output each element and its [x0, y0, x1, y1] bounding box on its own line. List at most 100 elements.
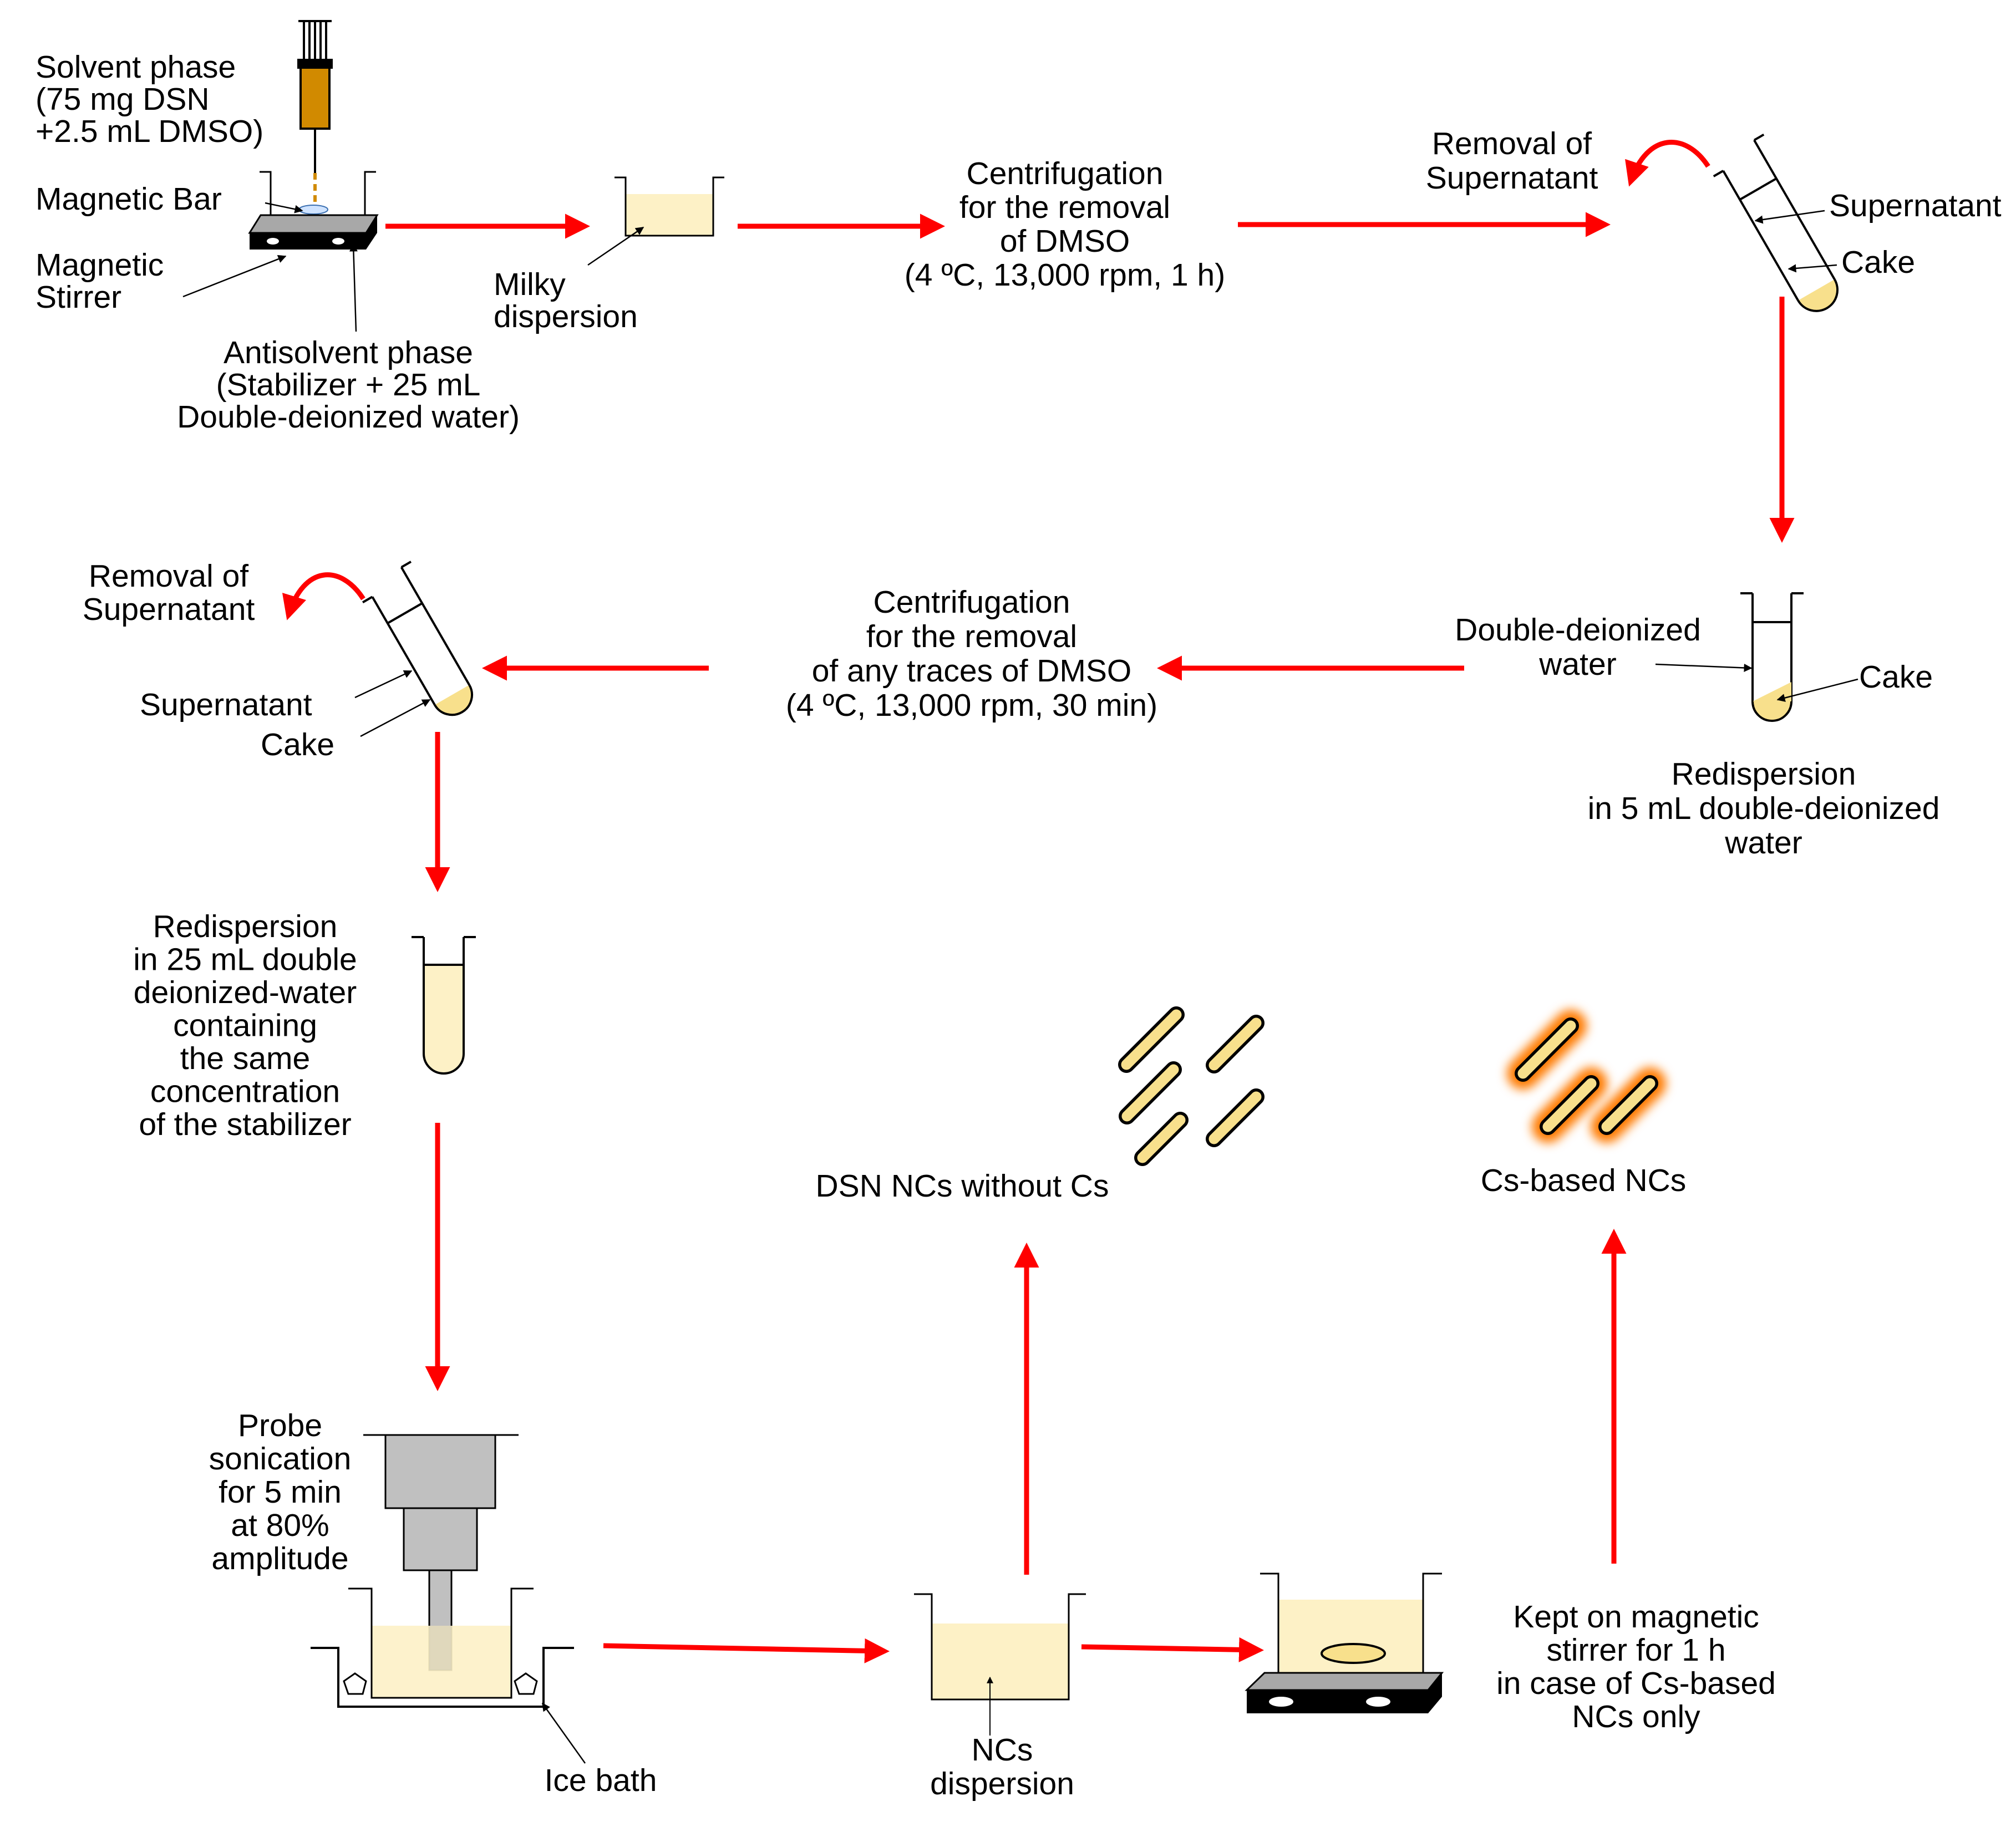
label-line: Solvent phase — [35, 49, 236, 85]
supernatant-1-label: Supernatant — [1829, 188, 2002, 223]
label-line: Redispersion — [1672, 756, 1856, 792]
pointer-lines-step1 — [182, 202, 358, 332]
cs-based-ncs-rods-icon — [1507, 1010, 1666, 1143]
nanocrystal-rod — [1134, 1112, 1189, 1166]
label-line: NCs only — [1572, 1699, 1700, 1734]
label-line: Double-deionized water) — [177, 399, 520, 435]
ice-cube-icon — [514, 1672, 538, 1695]
label-line: for the removal — [866, 619, 1077, 654]
label-line: Redispersion — [153, 909, 338, 944]
label-line: Magnetic — [35, 247, 164, 283]
pointer-lines-tube1 — [1754, 210, 1837, 273]
label-line: concentration — [150, 1074, 340, 1110]
label-line: of any traces of DMSO — [812, 653, 1132, 689]
solvent-phase-label: Solvent phase(75 mg DSN+2.5 mL DMSO) — [35, 49, 263, 149]
label-line: Magnetic Bar — [35, 181, 222, 217]
label-line: +2.5 mL DMSO) — [35, 114, 263, 149]
label-line: Cs-based NCs — [1481, 1163, 1687, 1198]
nanocrystal-rod — [1515, 1017, 1579, 1082]
ice-bath-label: Ice bath — [545, 1763, 657, 1798]
stirrer-beaker-icon — [1245, 1572, 1444, 1713]
label-line: Centrifugation — [967, 156, 1164, 191]
milky-dispersion-beaker-icon — [587, 176, 724, 266]
label-line: Stirrer — [35, 279, 121, 315]
label-line: dispersion — [930, 1766, 1074, 1801]
nanocrystal-rod — [1540, 1075, 1599, 1135]
beaker-on-stirrer-icon — [248, 171, 379, 250]
flow-arrow-10 — [1081, 1637, 1264, 1662]
cake-2-label: Cake — [1859, 659, 1933, 695]
dsn-ncs-without-cs-label: DSN NCs without Cs — [816, 1168, 1109, 1204]
label-line: Cake — [1859, 659, 1933, 695]
nanocrystal-rod — [1118, 1006, 1185, 1073]
label-line: (4 ºC, 13,000 rpm, 1 h) — [905, 257, 1225, 293]
pointer-lines-tube3 — [354, 670, 431, 737]
syringe-icon — [297, 20, 333, 210]
label-line: stirrer for 1 h — [1546, 1632, 1725, 1668]
label-line: Probe — [238, 1408, 322, 1443]
label-line: (75 mg DSN — [35, 82, 210, 117]
label-line: water — [1538, 647, 1616, 682]
cake-1-label: Cake — [1841, 245, 1915, 280]
label-line: NCs — [972, 1732, 1033, 1768]
label-line: DSN NCs without Cs — [816, 1168, 1109, 1204]
label-line: containing — [173, 1008, 317, 1044]
label-line: the same — [180, 1041, 310, 1076]
label-line: in 5 mL double-deionized — [1588, 791, 1940, 826]
nanocrystal-rod — [1206, 1088, 1265, 1147]
label-line: Milky — [494, 267, 566, 302]
test-tube-1-icon — [1713, 133, 1839, 312]
magnetic-bar-label: Magnetic Bar — [35, 181, 222, 217]
label-line: Removal of — [89, 558, 248, 594]
label-line: Kept on magnetic — [1513, 1599, 1759, 1635]
label-line: Cake — [261, 727, 334, 762]
cs-based-ncs-label: Cs-based NCs — [1481, 1163, 1687, 1198]
cake-3-label: Cake — [261, 727, 334, 762]
nanocrystal-rod — [1119, 1061, 1182, 1124]
label-line: (4 ºC, 13,000 rpm, 30 min) — [786, 688, 1157, 723]
label-line: Removal of — [1432, 126, 1592, 161]
label-line: at 80% — [231, 1508, 329, 1543]
label-line: Double-deionized — [1455, 612, 1701, 648]
magnetic-bar-icon — [298, 205, 328, 215]
label-line: Ice bath — [545, 1763, 657, 1798]
label-line: (Stabilizer + 25 mL — [216, 367, 481, 403]
label-line: for 5 min — [219, 1474, 342, 1510]
label-line: Cake — [1841, 245, 1915, 280]
ncs-dispersion-beaker-icon — [914, 1593, 1086, 1736]
ice-bath-icon — [311, 1587, 586, 1764]
label-line: in case of Cs-based — [1496, 1666, 1776, 1701]
label-line: Supernatant — [83, 592, 255, 627]
label-line: Supernatant — [140, 687, 312, 722]
label-line: amplitude — [211, 1541, 348, 1576]
label-line: Supernatant — [1829, 188, 2002, 223]
label-line: of the stabilizer — [139, 1107, 351, 1142]
label-line: in 25 mL double — [133, 942, 357, 978]
label-line: dispersion — [494, 299, 638, 334]
label-line: Antisolvent phase — [224, 335, 473, 370]
label-line: Centrifugation — [874, 584, 1070, 620]
test-tube-4-icon — [412, 936, 476, 1075]
label-line: for the removal — [959, 190, 1170, 225]
label-line: deionized-water — [134, 975, 357, 1010]
curved-arrow-1 — [1625, 140, 1710, 187]
test-tube-3-icon — [362, 561, 473, 716]
label-line: water — [1724, 825, 1802, 861]
nanocrystal-rod — [1598, 1075, 1658, 1135]
flow-arrow-9 — [603, 1638, 890, 1663]
label-line: Supernatant — [1426, 160, 1598, 196]
nanocrystal-rod — [1206, 1015, 1265, 1073]
